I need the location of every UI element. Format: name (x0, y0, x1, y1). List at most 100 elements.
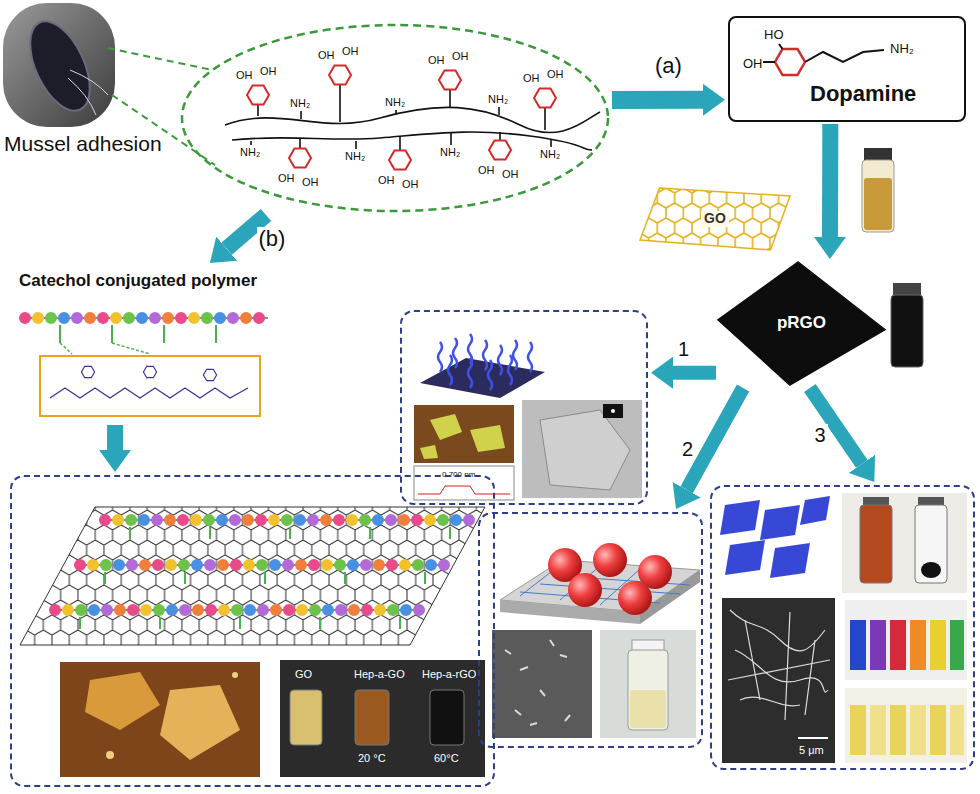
bead-polymer (55, 520, 470, 610)
tem-image (603, 404, 623, 418)
text-holder: OH (342, 45, 359, 57)
bead-polymer (55, 520, 470, 610)
afm-image (232, 672, 238, 678)
node-text: NH₂ (890, 42, 914, 56)
dispersion-vial-photo (600, 630, 696, 738)
adsorption-vial-photo (842, 493, 967, 593)
dye-vial-row (870, 620, 886, 670)
text-holder: OH (302, 176, 319, 188)
process-arrow (810, 388, 862, 464)
node-text: pRGO (777, 314, 826, 333)
dispersion-vial-photo (600, 630, 696, 738)
bead-polymer (25, 318, 268, 354)
nanoparticle-substrate (593, 543, 627, 577)
polymer-brush-sheet (483, 340, 487, 370)
catechol-ring (247, 86, 269, 105)
text-holder: 5 μm (799, 744, 824, 756)
tem-image (522, 400, 642, 498)
figure-label: Mussel adhesion (4, 132, 162, 155)
nanoparticle-substrate (500, 543, 700, 624)
polymer-brush-sheet (528, 342, 532, 372)
catechol-polymer: Catechol conjugated polymer (15, 266, 277, 423)
treated-vial-row (910, 705, 926, 755)
dashed-ellipse (182, 25, 608, 211)
graphene-flakes (760, 505, 800, 540)
mussel-photo (68, 70, 108, 115)
polymer-structure (81, 366, 216, 380)
nanoparticle-substrate (618, 581, 652, 615)
tem-image (540, 410, 630, 490)
node-text: OH (378, 174, 395, 186)
mussel-photo (3, 3, 115, 127)
text-holder: OH (236, 69, 253, 81)
height-profile (414, 466, 514, 500)
node-text: HO (764, 28, 784, 42)
text-holder: pRGO (718, 262, 885, 385)
graphene-flakes (800, 496, 830, 525)
dye-vial-row (950, 620, 964, 670)
polymer-brush-sheet (420, 334, 545, 398)
treated-vial-row (870, 705, 886, 755)
text-holder: 60°C (434, 752, 459, 764)
polymer-brush-sheet (438, 334, 532, 390)
process-arrow (673, 366, 716, 380)
sem-image (492, 630, 592, 738)
prgo-sheet: pRGO (718, 262, 885, 385)
text-holder: OH (452, 50, 469, 62)
dopamine-structure (805, 50, 884, 62)
afm-image (106, 751, 114, 759)
dye-vial-row (850, 620, 866, 670)
nanoparticle-substrate (568, 573, 602, 607)
polymer-structure (40, 356, 260, 416)
bead-polymer (55, 520, 470, 610)
application-panel: GOHep-a-GOHep-a-rGO20 °C60°C (10, 475, 495, 787)
text-holder: NH₂ (240, 146, 260, 158)
afm-image (60, 662, 260, 777)
node-text: OH (302, 176, 319, 188)
dispersion-vial-photo (628, 650, 668, 730)
height-profile (414, 466, 514, 500)
dopamine-box: HOOHNH₂Dopamine (728, 16, 966, 122)
polymer-structure (81, 366, 94, 377)
node-text: 5 μm (799, 744, 824, 756)
bead-polymer (80, 527, 450, 629)
graphene-flakes (770, 543, 810, 578)
bead-polymer (55, 520, 470, 610)
polymer-chain (225, 107, 600, 132)
adsorption-vial-photo (915, 505, 947, 583)
step-label: 1 (676, 338, 691, 360)
node-text: OH (260, 65, 277, 77)
process-arrow (687, 388, 743, 490)
node-text: NH₂ (290, 97, 310, 109)
prgo-dispersion-vial (891, 295, 923, 367)
node-text: 60°C (434, 752, 459, 764)
process-arrow (822, 124, 838, 237)
polymer-brush-sheet (508, 355, 512, 385)
node-text: NH₂ (345, 150, 365, 162)
node-text: NH₂ (385, 96, 405, 108)
application-panel (478, 512, 703, 748)
node-text: NH₂ (488, 93, 508, 105)
node-text: OH (547, 68, 564, 80)
bead-polymer (25, 312, 268, 324)
node-text: NH₂ (440, 146, 460, 158)
bead-polymer (55, 520, 470, 610)
dopamine-structure (763, 44, 884, 75)
treated-vial-row (930, 705, 946, 755)
sem-image (505, 640, 570, 725)
text-holder: OH (318, 49, 335, 61)
catechol-ring (439, 71, 461, 90)
text-holder: OH (260, 65, 277, 77)
dye-vial-row (910, 620, 926, 670)
sheet-shape (640, 188, 790, 250)
graphene-sheet (20, 507, 485, 645)
text-holder: OH (428, 54, 445, 66)
node-text: OH (278, 172, 295, 184)
bead-polymer (55, 520, 470, 610)
text-holder: NH₂ (345, 150, 365, 162)
polymer-chain (225, 85, 600, 151)
text-holder: Catechol conjugated polymer (19, 272, 257, 291)
node-text: OH (318, 49, 335, 61)
